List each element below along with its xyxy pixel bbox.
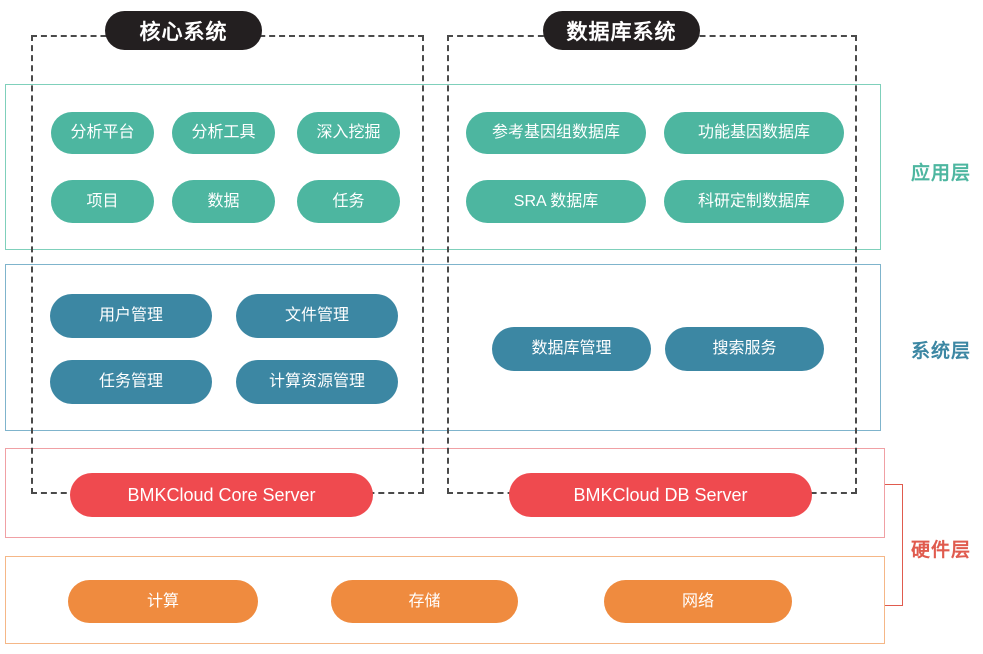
core-system-title-pill: 核心系统 bbox=[105, 11, 262, 50]
hardware-layer-frame bbox=[5, 556, 885, 644]
pill-label: 分析工具 bbox=[191, 124, 256, 141]
hardware-pill-storage[interactable]: 存储 bbox=[331, 580, 518, 623]
sys-db-pill-database-management[interactable]: 数据库管理 bbox=[492, 327, 651, 371]
system-layer-frame bbox=[5, 264, 881, 431]
app-db-pill-functional-gene-database[interactable]: 功能基因数据库 bbox=[664, 112, 844, 154]
pill-label: 计算 bbox=[146, 592, 179, 610]
pill-label: 存储 bbox=[408, 592, 441, 610]
layer-label-hardware: 硬件层 bbox=[911, 540, 972, 561]
database-system-title-pill: 数据库系统 bbox=[543, 11, 700, 50]
app-db-pill-research-custom-database[interactable]: 科研定制数据库 bbox=[664, 180, 844, 223]
pill-label: 任务 bbox=[332, 192, 365, 210]
pill-label: 数据 bbox=[207, 192, 240, 210]
app-db-pill-reference-genome-database[interactable]: 参考基因组数据库 bbox=[466, 112, 646, 154]
app-core-pill-task[interactable]: 任务 bbox=[297, 180, 400, 223]
app-core-pill-analysis-platform[interactable]: 分析平台 bbox=[51, 112, 154, 154]
pill-label: 搜索服务 bbox=[712, 340, 777, 357]
core-system-title-label: 核心系统 bbox=[139, 20, 228, 44]
pill-label: 任务管理 bbox=[98, 373, 163, 390]
sys-db-pill-search-service[interactable]: 搜索服务 bbox=[665, 327, 824, 371]
pill-label: BMKCloud DB Server bbox=[573, 485, 748, 505]
pill-label: BMKCloud Core Server bbox=[127, 485, 316, 505]
app-core-pill-project[interactable]: 项目 bbox=[51, 180, 154, 223]
app-db-pill-sra-database[interactable]: SRA 数据库 bbox=[466, 180, 646, 223]
pill-label: 参考基因组数据库 bbox=[491, 124, 620, 141]
server-layer-frame bbox=[5, 448, 885, 538]
pill-label: 数据库管理 bbox=[531, 340, 612, 357]
hardware-pill-compute[interactable]: 计算 bbox=[68, 580, 258, 623]
app-core-pill-data[interactable]: 数据 bbox=[172, 180, 275, 223]
layer-label-system: 系统层 bbox=[911, 341, 972, 362]
pill-label: 分析平台 bbox=[70, 124, 135, 141]
layer-label-application: 应用层 bbox=[911, 163, 972, 184]
pill-label: SRA 数据库 bbox=[513, 192, 599, 210]
core-system-group-box bbox=[31, 35, 424, 494]
pill-label: 科研定制数据库 bbox=[697, 192, 810, 210]
sys-core-pill-task-management[interactable]: 任务管理 bbox=[50, 360, 212, 404]
server-pill-bmkcloud-db-server[interactable]: BMKCloud DB Server bbox=[509, 473, 812, 517]
hardware-pill-network[interactable]: 网络 bbox=[604, 580, 792, 623]
pill-label: 项目 bbox=[86, 192, 119, 210]
hardware-bracket bbox=[885, 484, 903, 606]
app-core-pill-analysis-tools[interactable]: 分析工具 bbox=[172, 112, 275, 154]
server-pill-bmkcloud-core-server[interactable]: BMKCloud Core Server bbox=[70, 473, 373, 517]
sys-core-pill-compute-resource-management[interactable]: 计算资源管理 bbox=[236, 360, 398, 404]
app-core-pill-deep-mining[interactable]: 深入挖掘 bbox=[297, 112, 400, 154]
sys-core-pill-user-management[interactable]: 用户管理 bbox=[50, 294, 212, 338]
database-system-group-box bbox=[447, 35, 857, 494]
pill-label: 功能基因数据库 bbox=[697, 124, 810, 141]
pill-label: 文件管理 bbox=[284, 307, 349, 324]
pill-label: 深入挖掘 bbox=[316, 124, 381, 141]
application-layer-frame bbox=[5, 84, 881, 250]
pill-label: 计算资源管理 bbox=[268, 373, 365, 390]
pill-label: 网络 bbox=[681, 592, 714, 610]
database-system-title-label: 数据库系统 bbox=[566, 20, 677, 44]
pill-label: 用户管理 bbox=[98, 307, 163, 324]
sys-core-pill-file-management[interactable]: 文件管理 bbox=[236, 294, 398, 338]
